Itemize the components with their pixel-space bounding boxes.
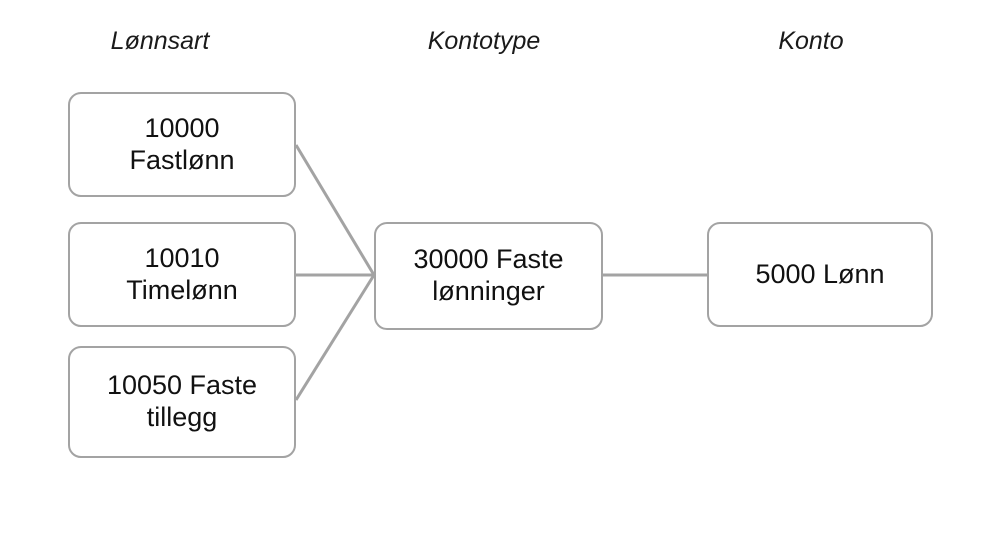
column-header-konto-label: Konto [778, 27, 844, 55]
node-konto-5000[interactable]: 5000 Lønn [707, 222, 933, 327]
column-header-lonnsart: Lønnsart [110, 27, 210, 56]
column-header-kontotype: Kontotype [427, 27, 541, 56]
edge-10050-to-30000 [294, 274, 376, 401]
column-header-konto: Konto [778, 27, 844, 56]
node-konto-5000-label: 5000 Lønn [755, 258, 885, 289]
column-header-lonnsart-label: Lønnsart [110, 27, 210, 55]
edge-10000-to-30000 [294, 144, 376, 276]
column-header-kontotype-label: Kontotype [427, 27, 541, 55]
